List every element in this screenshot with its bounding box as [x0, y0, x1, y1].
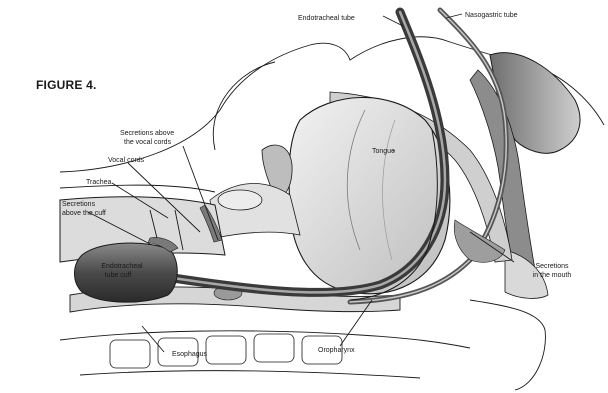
trachea-wall-top — [60, 185, 215, 192]
tongue — [289, 97, 450, 293]
vertebra — [254, 334, 294, 362]
label-secretions-vocal-cords-2: the vocal cords — [124, 139, 172, 146]
label-trachea: Trachea — [86, 179, 112, 186]
label-secretions-vocal-cords-1: Secretions above — [120, 130, 174, 137]
label-vocal-cords: Vocal cords — [108, 157, 145, 164]
label-nasogastric-tube: Nasogastric tube — [465, 12, 518, 19]
label-secretions-in-mouth-1: Secretions — [535, 263, 569, 270]
label-esophagus: Esophagus — [172, 351, 208, 358]
label-oropharynx: Oropharynx — [318, 347, 355, 354]
hyoid-region — [218, 190, 262, 210]
label-secretions-in-mouth-2: in the mouth — [533, 272, 572, 279]
spine-base — [80, 371, 420, 378]
vertebra — [206, 336, 246, 364]
label-endotracheal-tube-cuff-2: tube cuff — [105, 272, 132, 279]
label-secretions-above-cuff-2: above the cuff — [62, 210, 106, 217]
label-tongue: Tongue — [372, 148, 395, 155]
label-secretions-above-cuff-1: Secretions — [62, 201, 96, 208]
label-endotracheal-tube: Endotracheal tube — [298, 15, 355, 22]
label-endotracheal-tube-cuff-1: Endotracheal — [101, 263, 143, 270]
lip-lower-chin — [470, 300, 545, 390]
vertebra — [110, 340, 150, 368]
